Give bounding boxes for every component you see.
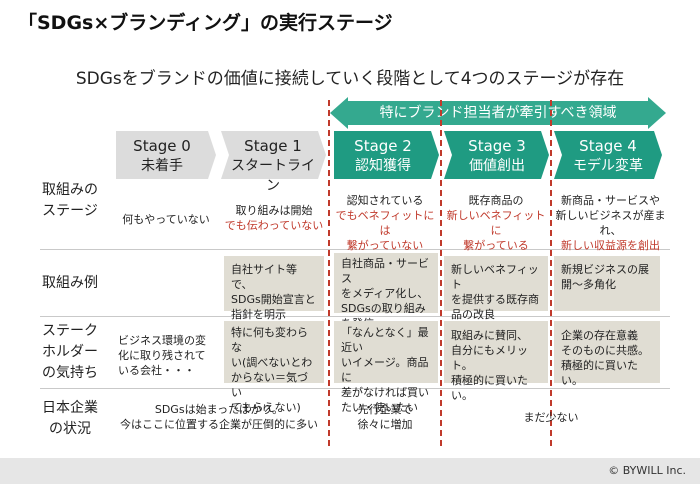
dashed-divider [550, 100, 552, 446]
stage-0-chevron [116, 131, 216, 179]
stage-0-name: 未着手 [141, 158, 183, 174]
copyright: © BYWILL Inc. [608, 464, 686, 477]
stage-2-description: 認知されている でもベネフィットには 繋がっていない [335, 194, 435, 252]
stage-2-label: Stage 2 [354, 137, 412, 155]
stage-1-description: 取り組みは開始 でも伝わっていない [224, 204, 324, 232]
stage-4-stakeholder: 企業の存在意義 そのものに共感。 積極的に買いたい。 [554, 321, 660, 387]
stage-0-description: 何もやっていない [122, 213, 210, 226]
stage-0-label: Stage 0 [133, 137, 191, 155]
stage-1-name: スタートライン [231, 158, 315, 194]
stage-3-header: Stage 3 価値創出 [450, 131, 544, 179]
japan-status-stage-3-4: まだ少ない [523, 411, 579, 424]
japan-status-stage-2: 先行企業で 徐々に増加 [357, 403, 413, 431]
stage-3-chevron [444, 131, 549, 179]
banner-arrow [330, 97, 666, 129]
stage-1-label: Stage 1 [244, 137, 302, 155]
stage-3-stakeholder: 取組みに賛同、 自分にもメリット。 積極的に買いたい。 [444, 321, 548, 402]
stage-2-chevron [334, 131, 439, 179]
row-label-examples: 取組み例 [42, 275, 98, 291]
stage-1-example: 自社サイト等で、 SDGs開始宣言と 指針を明示 [224, 256, 324, 321]
stage-3-label: Stage 3 [468, 137, 526, 155]
stage-3-example: 新しいベネフィット を提供する既存商 品の改良 [444, 256, 548, 321]
banner-label: 特にブランド担当者が牽引すべき領域 [379, 105, 617, 121]
page-title: 「SDGs×ブランディング」の実行ステージ [18, 12, 393, 34]
stage-4-description: 新商品・サービスや 新しいビジネスが産まれ、 新しい収益源を創出 [555, 194, 666, 252]
row-label-japan: 日本企業 の状況 [42, 400, 98, 437]
stage-3-name: 価値創出 [469, 158, 525, 174]
stage-1-header: Stage 1 スタートライン [227, 131, 319, 194]
row-divider [40, 316, 670, 317]
row-divider [40, 388, 670, 389]
stage-1-stakeholder: 特に何も変わらな い(調べないとわ からない＝気づい てもらえない) [224, 321, 324, 414]
dashed-divider [328, 100, 330, 446]
stage-4-name: モデル変革 [573, 158, 643, 174]
footer-bar [0, 458, 700, 484]
stage-0-header: Stage 0 未着手 [116, 131, 208, 179]
stage-1-chevron [221, 131, 326, 179]
stage-3-description: 既存商品の 新しいベネフィットに 繋がっている [446, 194, 546, 252]
stage-0-stakeholder: ビジネス環境の変 化に取り残されて いる会社・・・ [118, 334, 206, 377]
dashed-divider [440, 100, 442, 446]
stage-2-name: 認知獲得 [355, 158, 411, 174]
stage-2-example: 自社商品・サービス をメディア化し、 SDGsの取り組み を発信 [334, 253, 438, 330]
stage-2-header: Stage 2 認知獲得 [336, 131, 430, 179]
japan-status-stage-0-1: SDGsは始まったばかり。 今はここに位置する企業が圧倒的に多い [120, 403, 318, 431]
stage-4-label: Stage 4 [579, 137, 637, 155]
row-label-stage: 取組みの ステージ [42, 182, 98, 219]
stage-4-header: Stage 4 モデル変革 [560, 131, 656, 179]
page-subtitle: SDGsをブランドの価値に接続していく段階として4つのステージが存在 [75, 69, 625, 89]
stage-2-stakeholder: 「なんとなく」最近い いイメージ。商品に 差がなければ買い たい・使いたい [334, 321, 438, 414]
stage-4-chevron [554, 131, 662, 179]
row-label-stakeholders: ステーク ホルダー の気持ち [42, 323, 98, 381]
stage-4-example: 新規ビジネスの展 開～多角化 [554, 256, 660, 311]
row-divider [40, 249, 670, 250]
